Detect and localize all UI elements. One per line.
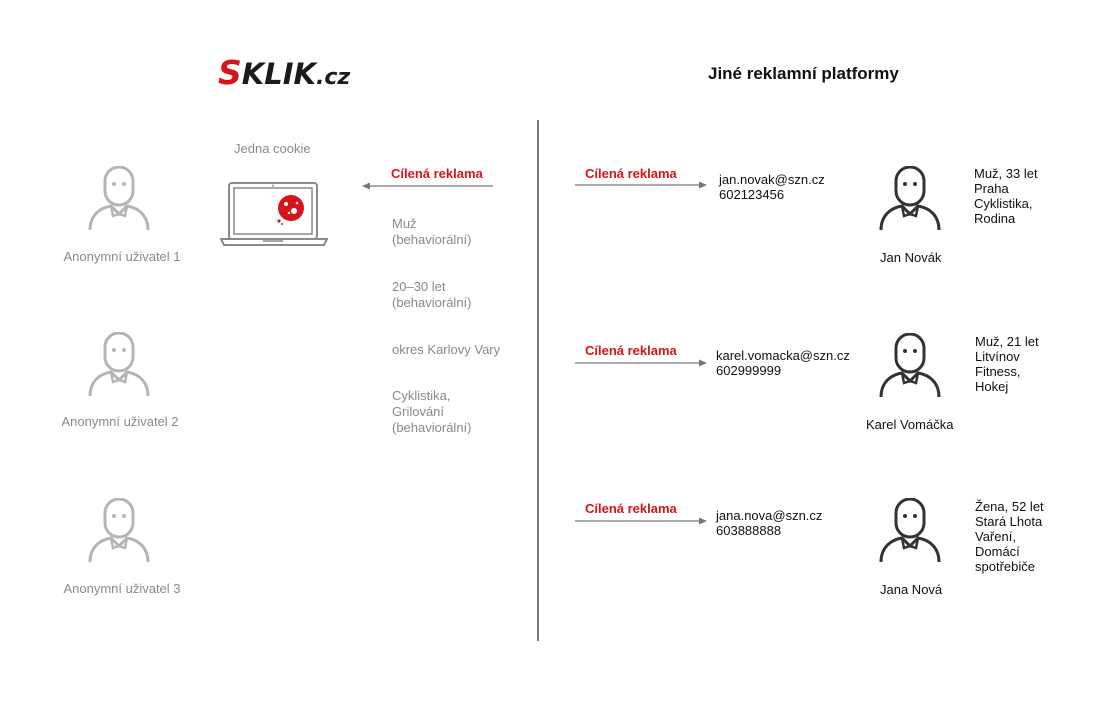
arrow-right-icon xyxy=(575,358,707,368)
attribute-age: 20–30 let (behaviorální) xyxy=(392,279,472,310)
attribute-location: okres Karlovy Vary xyxy=(392,342,501,357)
arrow-left-icon xyxy=(362,181,494,191)
person-icon xyxy=(878,166,944,232)
email: karel.vomacka@szn.cz xyxy=(716,348,850,363)
person-name: Jan Novák xyxy=(880,250,942,265)
contact-info: jana.nova@szn.cz 603888888 xyxy=(716,508,822,538)
contact-info: karel.vomacka@szn.cz 602999999 xyxy=(716,348,850,378)
attribute-gender: Muž (behaviorální) xyxy=(392,216,472,247)
phone: 603888888 xyxy=(716,523,782,538)
cookie-icon xyxy=(273,191,309,227)
logo-domain: .cz xyxy=(316,65,351,90)
logo-text: KLIK xyxy=(241,57,316,91)
contact-info: jan.novak@szn.cz 602123456 xyxy=(719,172,825,202)
anonymous-user-1-label: Anonymní uživatel 1 xyxy=(63,249,181,264)
phone: 602123456 xyxy=(719,187,785,202)
anonymous-user-icon xyxy=(87,498,153,564)
vertical-divider xyxy=(537,120,539,641)
other-platforms-title: Jiné reklamní platformy xyxy=(708,64,899,83)
anonymous-user-icon xyxy=(87,332,153,398)
anonymous-user-3-label: Anonymní uživatel 3 xyxy=(63,581,181,596)
person-profile: Muž, 21 let Litvínov Fitness, Hokej xyxy=(975,334,1039,394)
person-icon xyxy=(878,333,944,399)
person-name: Jana Nová xyxy=(880,582,943,597)
anonymous-user-2-label: Anonymní uživatel 2 xyxy=(61,414,179,429)
targeted-ad-label: Cílená reklama xyxy=(391,166,483,181)
attribute-interests: Cyklistika, Grilování (behaviorální) xyxy=(392,388,472,435)
email: jana.nova@szn.cz xyxy=(716,508,823,523)
arrow-right-icon xyxy=(575,516,707,526)
targeted-ad-label: Cílená reklama xyxy=(585,501,677,516)
targeted-ad-label: Cílená reklama xyxy=(585,166,677,181)
arrow-right-icon xyxy=(575,180,707,190)
laptop-icon xyxy=(220,182,328,248)
person-profile: Muž, 33 let Praha Cyklistika, Rodina xyxy=(974,166,1038,226)
person-profile: Žena, 52 let Stará Lhota Vaření, Domácí … xyxy=(975,499,1044,574)
anonymous-user-icon xyxy=(87,166,153,232)
targeted-ad-label: Cílená reklama xyxy=(585,343,677,358)
logo-s: S xyxy=(218,53,242,92)
person-name: Karel Vomáčka xyxy=(866,417,954,432)
sklik-logo: SKLIK.cz xyxy=(218,56,350,89)
phone: 602999999 xyxy=(716,363,782,378)
cookie-label: Jedna cookie xyxy=(234,141,311,156)
email: jan.novak@szn.cz xyxy=(719,172,825,187)
person-icon xyxy=(878,498,944,564)
